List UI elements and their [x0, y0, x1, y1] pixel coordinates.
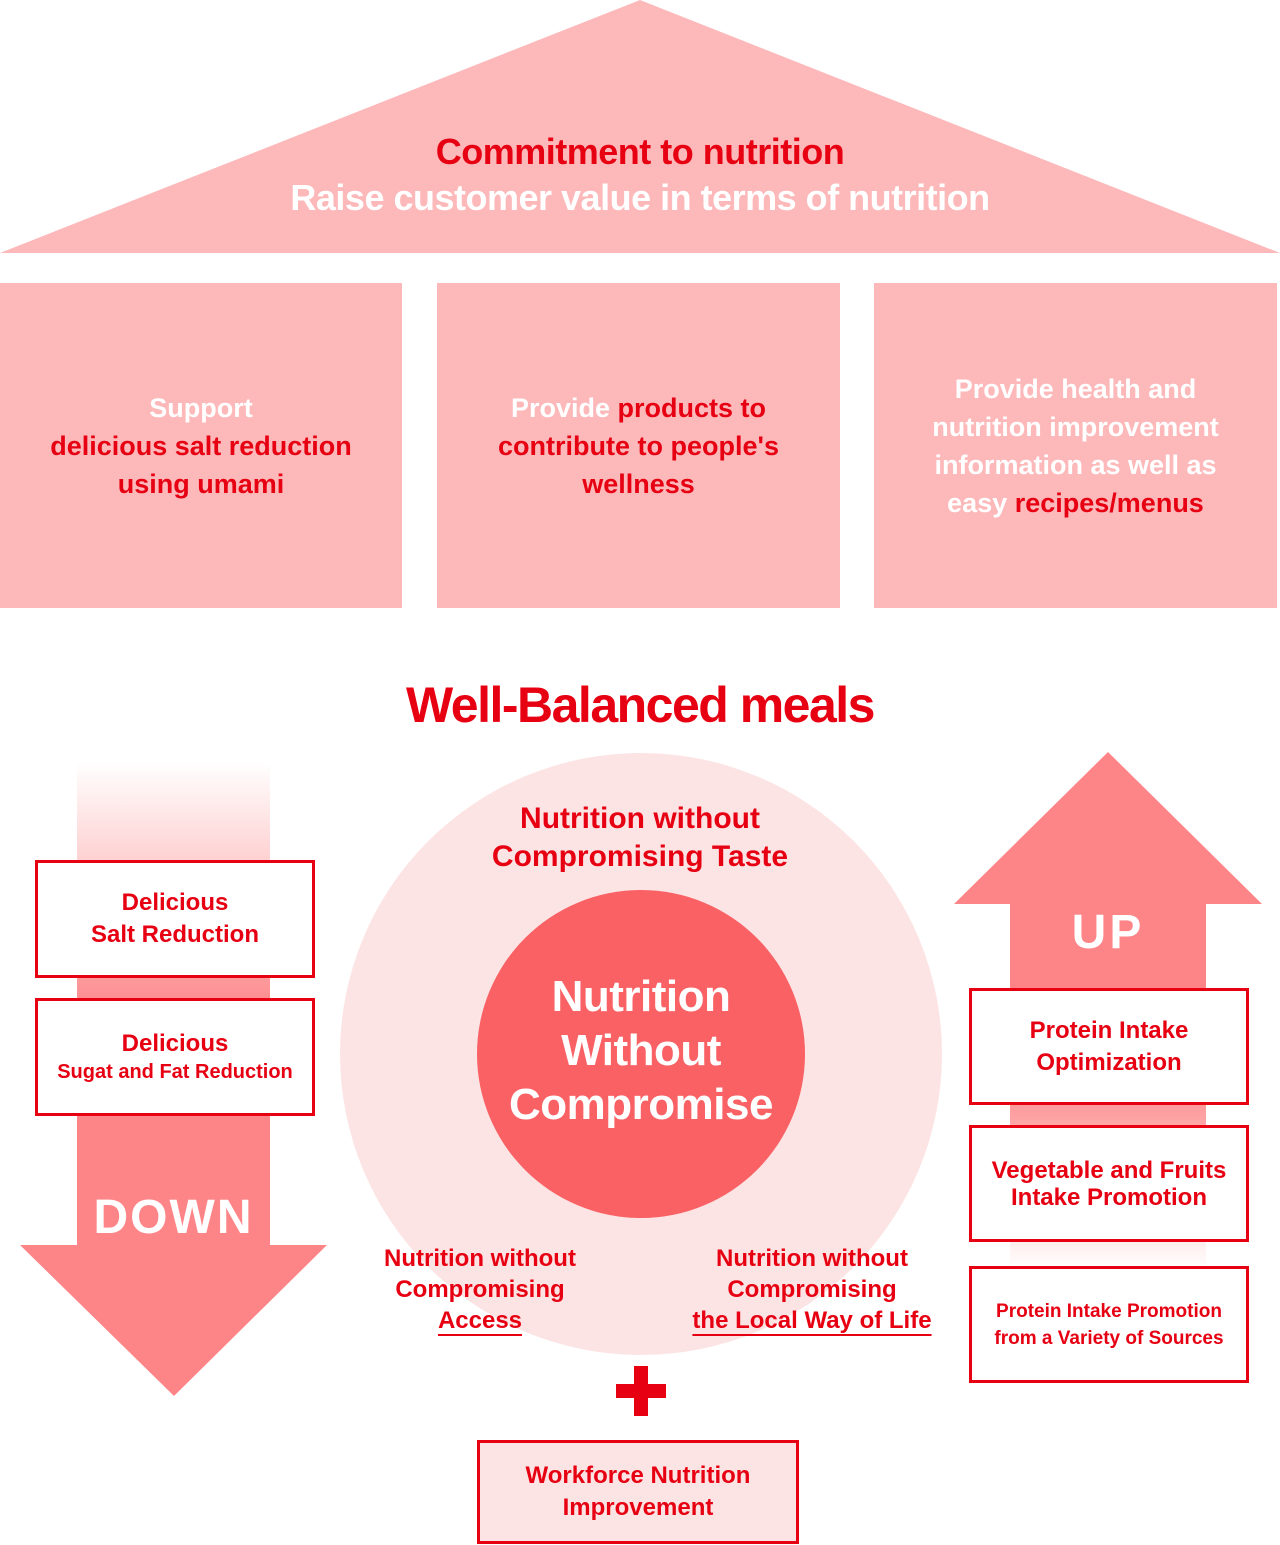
box-line: Intake Promotion — [1010, 1183, 1208, 1211]
pillar-highlight-text: recipes/menus — [1014, 487, 1204, 518]
pillar-highlight-text: contribute to people's — [498, 430, 779, 461]
pillar-text-segment: Provide health and — [954, 373, 1197, 404]
box-line: from a Variety of Sources — [994, 1327, 1224, 1349]
text-line: Nutrition without — [716, 1245, 908, 1272]
pillar-text-segment: easy — [947, 487, 1015, 518]
box-line: Workforce Nutrition — [525, 1462, 751, 1489]
pillar-text-segment: Support — [149, 392, 253, 423]
protein-variety-box: Protein Intake Promotion from a Variety … — [969, 1266, 1249, 1383]
box-line: Protein Intake — [1029, 1016, 1189, 1044]
access-label: Nutrition without Compromising Access — [350, 1243, 610, 1336]
sugar-fat-reduction-box: Delicious Sugat and Fat Reduction — [35, 998, 315, 1116]
text-line: Without — [561, 1026, 721, 1075]
pillar-text-segment: information as well as — [934, 449, 1217, 480]
text-line: Compromising — [727, 1276, 897, 1303]
up-label: UP — [1071, 906, 1145, 959]
pillar-text: Support delicious salt reduction using uma… — [50, 389, 352, 503]
pillar-salt-reduction: Support delicious salt reduction using uma… — [0, 283, 402, 608]
pillar-text-segment: nutrition improvement — [932, 411, 1219, 442]
box-line: Improvement — [562, 1494, 714, 1521]
text-line: Access — [437, 1307, 523, 1334]
box-line: Optimization — [1036, 1048, 1182, 1076]
pillar-text: Provide health and nutrition improvement i… — [932, 370, 1219, 522]
plus-icon — [616, 1366, 666, 1416]
box-line: Delicious — [121, 889, 229, 916]
box-line: Protein Intake Promotion — [996, 1300, 1222, 1322]
box-line: Sugat and Fat Reduction — [57, 1061, 293, 1083]
roof-subtitle: Raise customer value in terms of nutriti… — [290, 177, 990, 218]
taste-label: Nutrition without Compromising Taste — [440, 800, 840, 876]
text-line: Compromise — [509, 1080, 773, 1129]
text-line: Compromising — [395, 1276, 565, 1303]
pillar-recipes-information: Provide health and nutrition improvement i… — [874, 283, 1277, 608]
down-arrow-head — [20, 1245, 327, 1396]
roof-shape — [0, 0, 1280, 253]
pillar-highlight-text: delicious salt reduction — [50, 430, 352, 461]
box-line: Salt Reduction — [90, 921, 259, 948]
pillar-highlight-text: products to — [617, 392, 767, 423]
up-arrow-head — [954, 752, 1262, 904]
protein-optimization-box: Protein Intake Optimization — [969, 988, 1249, 1105]
down-label: DOWN — [93, 1191, 254, 1244]
section-heading: Well-Balanced meals — [405, 677, 876, 733]
text-line: Compromising Taste — [491, 840, 789, 873]
salt-reduction-box: Delicious Salt Reduction — [35, 860, 315, 978]
vegetable-fruits-box: Vegetable and Fruits Intake Promotion — [969, 1125, 1249, 1242]
roof-title: Commitment to nutrition — [435, 131, 845, 172]
local-way-label: Nutrition without Compromising the Local… — [662, 1243, 962, 1336]
workforce-nutrition-box: Workforce Nutrition Improvement — [477, 1440, 799, 1544]
pillar-highlight-text: using umami — [117, 468, 285, 499]
inner-circle — [477, 890, 805, 1218]
pillar-text: Provide products to contribute to people'… — [498, 389, 779, 503]
text-line: Nutrition — [551, 972, 731, 1021]
center-label: Nutrition Without Compromise — [480, 970, 802, 1132]
box-line: Vegetable and Fruits — [991, 1156, 1227, 1184]
text-line: the Local Way of Life — [692, 1307, 932, 1334]
text-line: Nutrition without — [384, 1245, 576, 1272]
box-line: Delicious — [121, 1030, 229, 1057]
pillar-text-segment: Provide — [510, 392, 618, 423]
pillar-highlight-text: wellness — [582, 468, 695, 499]
pillar-wellness-products: Provide products to contribute to people'… — [437, 283, 840, 608]
text-line: Nutrition without — [520, 802, 760, 835]
